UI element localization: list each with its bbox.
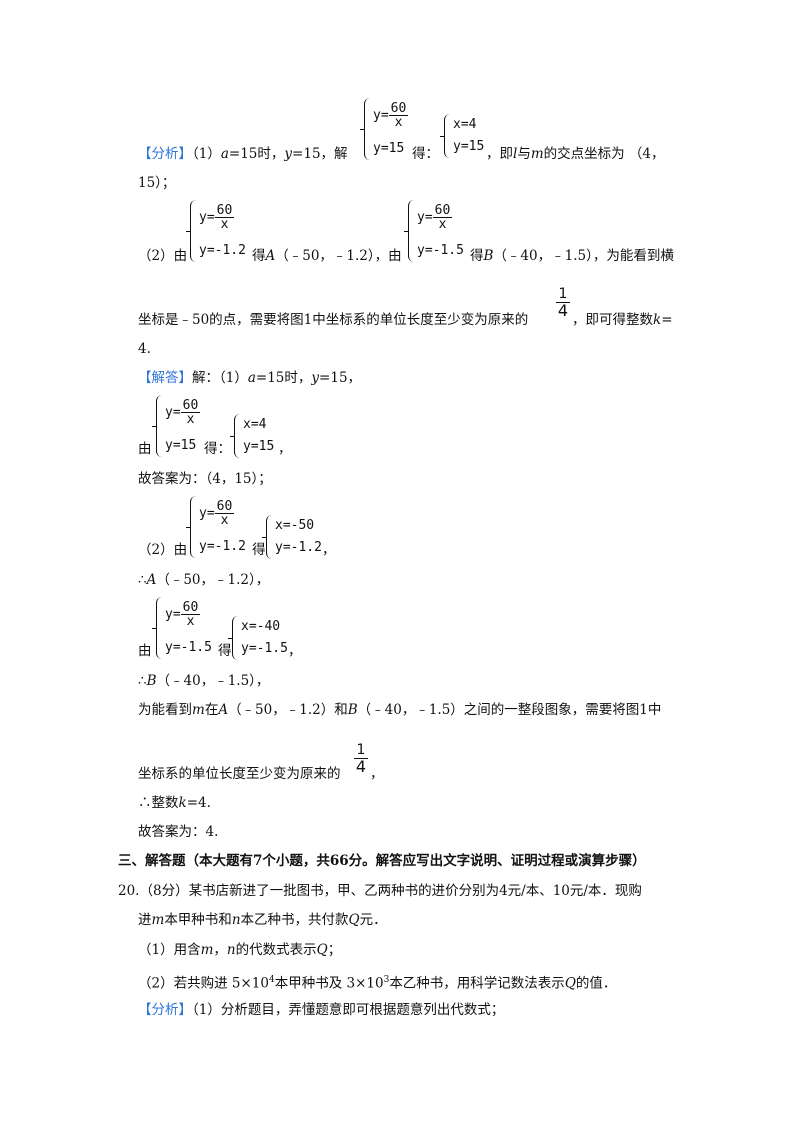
solution-system: x=4 y=15 (440, 114, 494, 158)
section-title: 三、解答题（本大题有7个小题，共66分。解答应写出文字说明、证明过程或演算步骤） (118, 853, 646, 869)
q20-analysis-tag: 【分析】 (138, 1002, 192, 1018)
question-20: 20.（8分）某书店新进了一批图书，甲、乙两种书的进价分别为4元/本、10元/本… (118, 883, 642, 899)
answer-line-1: 【解答】解：（1）a=15时，y=15， (138, 370, 362, 386)
view-range-line: 为能看到m在A（﹣50，﹣1.2）和B（﹣40，﹣1.5）之间的一整段图象，需要… (138, 702, 662, 718)
answer-tag: 【解答】 (138, 370, 192, 386)
analysis-line-1: 【分析】（1）a=15时，y=15，解 (138, 146, 348, 162)
analysis-tag: 【分析】 (138, 146, 192, 162)
